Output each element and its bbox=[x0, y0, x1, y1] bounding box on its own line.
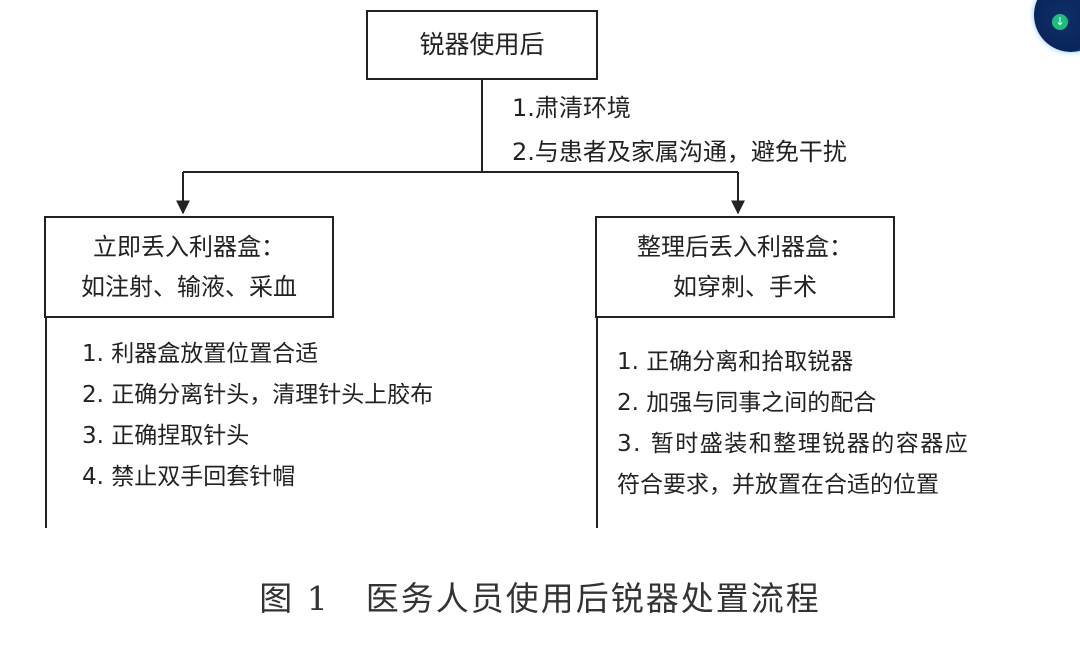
right-branch-examples: 如穿刺、手术 bbox=[673, 273, 817, 301]
right-branch-steps: 1. 正确分离和拾取锐器 2. 加强与同事之间的配合 3. 暂时盛装和整理锐器的… bbox=[617, 342, 1057, 506]
left-branch-node: 立即丢入利器盒： 如注射、输液、采血 bbox=[44, 216, 334, 318]
right-step-3-continued: 符合要求，并放置在合适的位置 bbox=[617, 472, 939, 498]
left-step-4: 4. 禁止双手回套针帽 bbox=[82, 464, 296, 490]
right-step-2: 2. 加强与同事之间的配合 bbox=[617, 390, 877, 416]
right-branch-title: 整理后丢入利器盒： bbox=[637, 233, 853, 261]
left-step-3: 3. 正确捏取针头 bbox=[82, 423, 250, 449]
figure-number: 图 1 bbox=[259, 579, 330, 618]
figure-title: 医务人员使用后锐器处置流程 bbox=[365, 579, 821, 618]
left-step-1: 1. 利器盒放置位置合适 bbox=[82, 341, 319, 367]
figure-caption: 图 1 医务人员使用后锐器处置流程 bbox=[0, 572, 1080, 620]
left-branch-steps: 1. 利器盒放置位置合适 2. 正确分离针头，清理针头上胶布 3. 正确捏取针头… bbox=[82, 334, 433, 498]
root-note-1: 1.肃清环境 bbox=[512, 94, 631, 122]
right-step-1: 1. 正确分离和拾取锐器 bbox=[617, 349, 854, 375]
root-note-2: 2.与患者及家属沟通，避免干扰 bbox=[512, 138, 847, 166]
root-node-label: 锐器使用后 bbox=[419, 30, 545, 59]
download-arrow-icon: ↓ bbox=[1052, 14, 1068, 30]
left-step-2: 2. 正确分离针头，清理针头上胶布 bbox=[82, 382, 434, 408]
right-branch-node: 整理后丢入利器盒： 如穿刺、手术 bbox=[595, 216, 895, 318]
root-node: 锐器使用后 bbox=[366, 10, 598, 80]
root-notes: 1.肃清环境 2.与患者及家属沟通，避免干扰 bbox=[512, 86, 847, 174]
left-branch-examples: 如注射、输液、采血 bbox=[81, 273, 297, 301]
left-branch-title: 立即丢入利器盒： bbox=[93, 233, 285, 261]
right-step-3: 3. 暂时盛装和整理锐器的容器应 bbox=[617, 431, 970, 457]
